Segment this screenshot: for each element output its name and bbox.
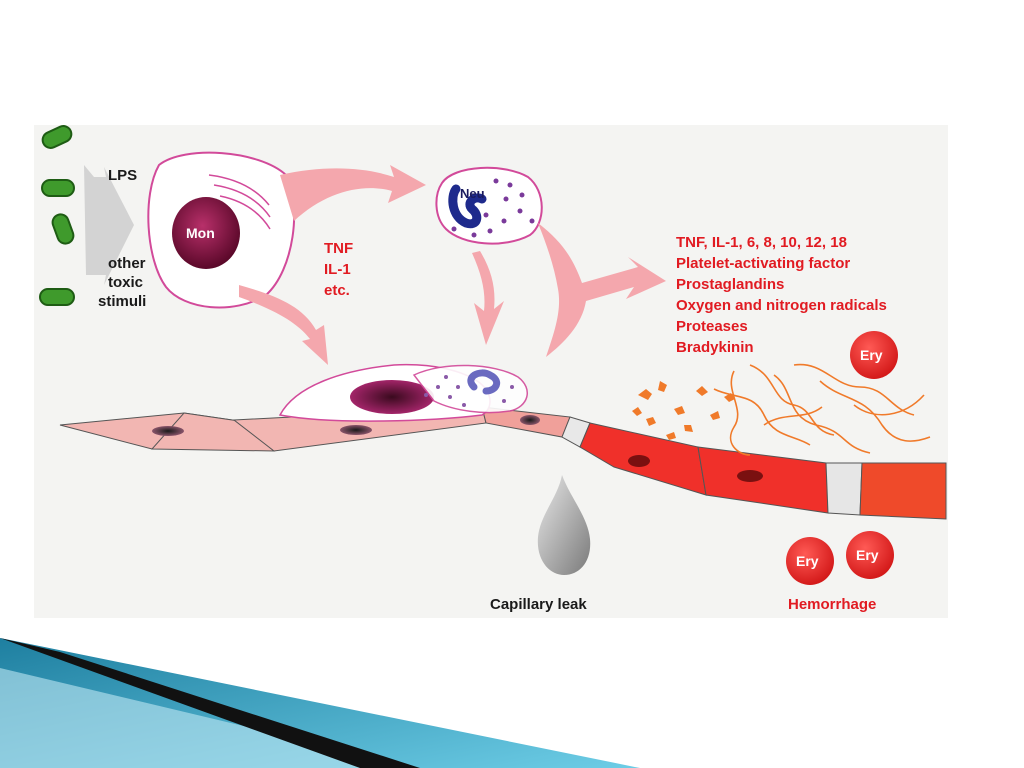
bacterium-icon	[39, 288, 75, 306]
bacteria-group	[39, 125, 75, 306]
erythrocyte-label: Ery	[796, 553, 819, 569]
endothelial-nucleus	[737, 470, 763, 482]
endothelial-nucleus	[520, 415, 540, 425]
erythrocyte-bottom-left: Ery	[786, 537, 834, 585]
other-stimuli-line-2: toxic	[108, 274, 143, 291]
arrow-mon-to-neu	[280, 165, 426, 221]
fibrin-network	[713, 363, 931, 456]
mediator-item: TNF, IL-1, 6, 8, 10, 12, 18	[676, 234, 847, 251]
black-stripe	[0, 638, 420, 768]
granules	[424, 375, 514, 407]
endothelial-nucleus	[340, 425, 372, 435]
mediator-item: Oxygen and nitrogen radicals	[676, 297, 887, 314]
monocyte-cell: Mon	[147, 151, 296, 309]
endothelial-nucleus	[152, 426, 184, 436]
arrow-neu-to-mediators	[538, 223, 666, 357]
cytokine-il1: IL-1	[324, 261, 351, 278]
neutrophil-cell: Neu	[435, 166, 543, 245]
diagram-canvas: LPS other toxic stimuli Mon TNF IL-1 etc…	[39, 125, 947, 613]
other-stimuli-line-1: other	[108, 255, 146, 272]
fluid-drop-icon	[537, 475, 591, 575]
mediator-item: Prostaglandins	[676, 276, 784, 293]
neutrophil-granules	[451, 178, 535, 238]
adherent-neutrophil	[412, 364, 528, 414]
arrow-neu-to-vessel	[472, 251, 504, 345]
sepsis-pathway-figure: LPS other toxic stimuli Mon TNF IL-1 etc…	[34, 125, 948, 618]
capillary-leak-label: Capillary leak	[490, 596, 587, 613]
endothelial-nucleus	[628, 455, 650, 467]
damaged-endothelial-cell	[859, 462, 947, 520]
lps-label: LPS	[108, 167, 137, 184]
erythrocyte-label: Ery	[860, 347, 883, 363]
monocyte-nucleus	[172, 197, 240, 269]
neutrophil-nucleus	[448, 184, 487, 229]
mediator-item: Proteases	[676, 318, 748, 335]
other-stimuli-line-3: stimuli	[98, 293, 146, 310]
mediators-list: TNF, IL-1, 6, 8, 10, 12, 18 Platelet-act…	[676, 234, 887, 356]
bacterium-icon	[41, 125, 73, 149]
damaged-endothelial-cell	[697, 446, 829, 514]
cytokine-etc: etc.	[324, 282, 350, 299]
hemorrhage-label: Hemorrhage	[788, 596, 876, 613]
mediator-item: Platelet-activating factor	[676, 255, 850, 272]
bacterium-icon	[51, 213, 75, 245]
adherent-cells	[278, 363, 528, 422]
arrow-mon-to-vessel	[239, 285, 328, 365]
mediator-item: Bradykinin	[676, 339, 754, 356]
slide-decoration	[0, 638, 640, 768]
platelets	[632, 381, 735, 440]
cytokine-tnf: TNF	[324, 240, 353, 257]
stimuli-arrow	[84, 165, 134, 285]
endothelial-gap	[825, 462, 863, 516]
erythrocyte-bottom-right: Ery	[846, 531, 894, 579]
adherent-neutrophil-nucleus	[467, 369, 501, 395]
adherent-monocyte-nucleus	[350, 380, 434, 414]
erythrocyte-top: Ery	[850, 331, 898, 379]
monocyte-label: Mon	[186, 225, 215, 241]
erythrocyte-label: Ery	[856, 547, 879, 563]
neutrophil-label: Neu	[460, 186, 485, 201]
bacterium-icon	[41, 179, 75, 197]
